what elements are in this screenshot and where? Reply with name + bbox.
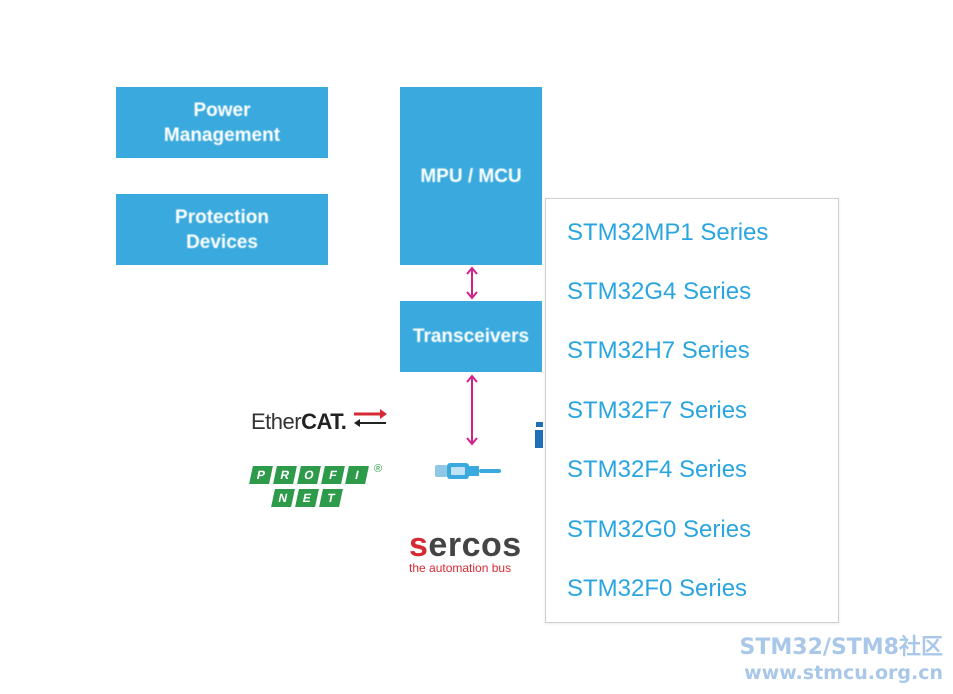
sercos-s-letter: s — [409, 526, 429, 564]
watermark-title: STM32/STM8社区 — [739, 635, 943, 660]
menu-item-stm32g4[interactable]: STM32G4 Series — [567, 278, 752, 305]
power-management-block[interactable]: Power Management — [116, 87, 328, 158]
transceivers-block[interactable]: Transceivers — [400, 301, 542, 372]
menu-item-stm32f0[interactable]: STM32F0 Series — [567, 575, 748, 602]
transceivers-label: Transceivers — [412, 326, 530, 347]
profinet-letter: O — [297, 466, 321, 484]
mpu-mcu-label: MPU / MCU — [420, 165, 522, 187]
menu-item-stm32h7[interactable]: STM32H7 Series — [567, 337, 750, 364]
profinet-logo: P R O F I N E T — [249, 466, 369, 512]
profinet-letter: E — [295, 489, 319, 507]
ethercat-prefix: Ether — [251, 409, 302, 434]
sercos-tagline: the automation bus — [409, 561, 512, 575]
menu-item-stm32g0[interactable]: STM32G0 Series — [567, 516, 752, 543]
protection-devices-block[interactable]: Protection Devices — [116, 194, 328, 265]
protection-devices-label: Protection Devices — [175, 206, 269, 253]
ethercat-suffix: CAT. — [301, 409, 347, 434]
profinet-row-1: P R O F I — [249, 466, 369, 484]
profinet-letter: F — [321, 466, 345, 484]
profinet-letter: P — [249, 466, 273, 484]
profinet-letter: I — [345, 466, 369, 484]
profinet-row-2: N E T — [271, 489, 367, 507]
transceiver-bus-double-arrow-icon — [466, 374, 478, 446]
watermark-url: www.stmcu.org.cn — [744, 662, 943, 684]
sercos-rest-letters: ercos — [428, 526, 522, 564]
mpu-transceiver-double-arrow-icon — [466, 266, 478, 300]
ethercat-arrows-icon — [354, 409, 387, 427]
profinet-letter: N — [271, 489, 295, 507]
profinet-letter: T — [319, 489, 343, 507]
power-management-label: Power Management — [163, 99, 281, 146]
mpu-mcu-series-menu: STM32MP1 Series STM32G4 Series STM32H7 S… — [545, 198, 839, 623]
sercos-wordmark: sercos — [409, 527, 522, 563]
sercos-logo: sercos the automation bus — [409, 527, 522, 575]
profinet-registered-mark: ® — [374, 463, 383, 475]
menu-item-stm32mp1[interactable]: STM32MP1 Series — [567, 219, 769, 246]
io-link-partial-icon — [535, 422, 543, 448]
plug-icon — [435, 463, 501, 479]
watermark: STM32/STM8社区 www.stmcu.org.cn — [740, 635, 943, 685]
ethercat-logo: EtherCAT. — [251, 409, 347, 435]
mpu-mcu-block[interactable]: MPU / MCU — [400, 87, 542, 265]
menu-item-stm32f4[interactable]: STM32F4 Series — [567, 456, 748, 483]
profinet-letter: R — [273, 466, 297, 484]
menu-item-stm32f7[interactable]: STM32F7 Series — [567, 397, 748, 424]
